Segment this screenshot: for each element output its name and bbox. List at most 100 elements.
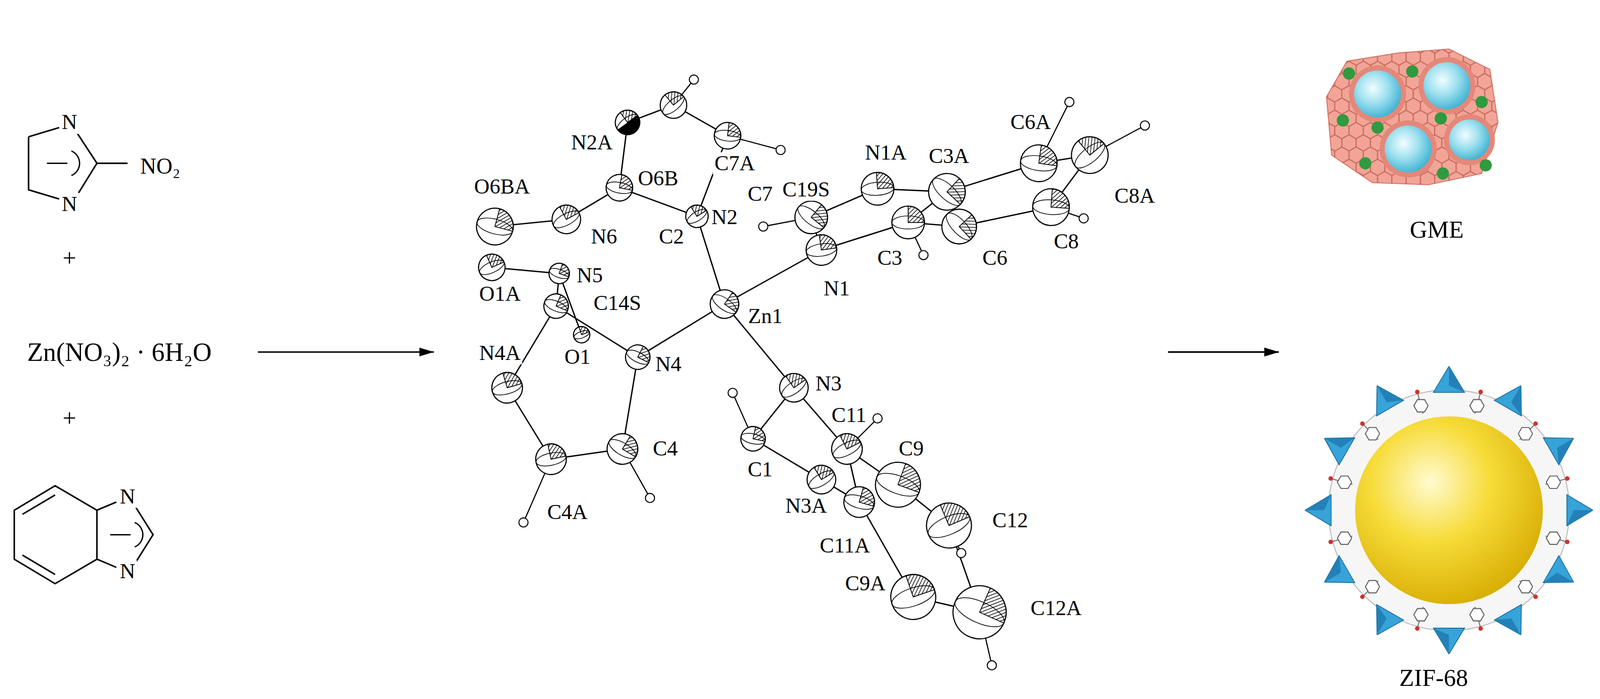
- ellipsoid-principal: [924, 508, 974, 543]
- thermal-ellipsoid: [547, 199, 587, 239]
- linker-ring: [1546, 532, 1561, 545]
- ellipsoid-octant: [1038, 145, 1060, 166]
- gme-cage-rim: [1349, 65, 1407, 123]
- ellipsoid-principal: [624, 347, 652, 368]
- ellipsoid-outline: [681, 200, 713, 232]
- bond-line: [637, 304, 725, 358]
- ellipsoid-outline: [1063, 129, 1116, 181]
- label-anchor: O6BA: [472, 175, 532, 198]
- ellipsoid-principal: [475, 214, 515, 239]
- hydrogen-atom: [872, 413, 882, 424]
- ellipsoid-principal: [891, 215, 925, 229]
- thermal-ellipsoid: [621, 340, 655, 374]
- nitro-oxygen: [1533, 421, 1538, 426]
- gme-cage: [1384, 125, 1432, 173]
- linker-ring: [1337, 532, 1352, 545]
- label-anchor: GME: [1408, 216, 1466, 243]
- hydrogen-atom: [987, 660, 997, 670]
- atom-label: C3: [875, 246, 904, 270]
- atom-label: N1: [822, 277, 852, 300]
- hydrogen-atom: [758, 222, 768, 232]
- label-anchor: O6B: [636, 167, 680, 190]
- tetrahedron-facet: [1324, 437, 1356, 448]
- label-anchor: N1: [822, 277, 852, 300]
- tetrahedron-facet: [1376, 604, 1387, 636]
- gme-node: [1336, 114, 1349, 127]
- hydrogen-atom: [645, 493, 655, 503]
- gme-node: [1371, 121, 1384, 134]
- reaction-arrow: [1168, 351, 1279, 353]
- thermal-ellipsoid: [826, 428, 868, 470]
- atom-label: N4A: [477, 342, 523, 365]
- ellipsoid-shade: [617, 115, 645, 140]
- ellipsoid-outline: [804, 232, 839, 268]
- hydrogen-atom: [728, 388, 738, 398]
- thermal-ellipsoid: [532, 440, 570, 478]
- hydrogen-atom: [519, 518, 529, 528]
- ellipsoid-octant: [811, 204, 834, 228]
- linker-ring: [1365, 580, 1380, 594]
- atom-label: C4: [651, 437, 680, 460]
- thermal-ellipsoid: [840, 483, 879, 522]
- atom-label: N3A: [783, 494, 829, 518]
- gme-framework: [1326, 48, 1498, 185]
- ellipsoid-outline: [547, 199, 587, 239]
- atom-label: N6: [589, 225, 619, 248]
- ellipsoid-principal: [1070, 137, 1109, 173]
- delocalization-mark: [110, 522, 143, 547]
- ellipsoid-outline: [654, 86, 693, 124]
- zn-tetrahedron: [1433, 628, 1465, 655]
- label-anchor: C3: [875, 246, 904, 270]
- atom-label: C9: [897, 437, 926, 460]
- ellipsoid-principal: [709, 291, 740, 317]
- ellipsoid-principal: [739, 431, 767, 446]
- thermal-ellipsoid: [869, 456, 928, 514]
- ellipsoid-octant: [905, 568, 935, 598]
- linker-ring: [1413, 399, 1428, 413]
- thermal-ellipsoid: [610, 105, 645, 140]
- atom-label: C3A: [927, 145, 971, 168]
- delocalization-mark: [47, 150, 80, 176]
- atom-label: C14S: [592, 292, 643, 315]
- atom-label: C12A: [1028, 596, 1083, 620]
- ellipsoid-principal: [830, 436, 864, 462]
- ellipsoid-outline: [738, 424, 768, 454]
- linker-ring: [1469, 608, 1485, 621]
- zn-tetrahedron: [1433, 366, 1465, 393]
- label-anchor: N3A: [783, 494, 829, 518]
- zn-tetrahedron: [1305, 494, 1332, 526]
- thermal-ellipsoid: [654, 86, 693, 124]
- label-anchor: N: [118, 485, 137, 508]
- label-anchor: C2: [657, 225, 686, 248]
- atom-label: C9A: [843, 572, 887, 595]
- label-anchor: C8A: [1112, 184, 1157, 208]
- hydrogen-atom: [776, 145, 786, 155]
- ellipsoid-principal: [605, 179, 634, 196]
- ellipsoid-octant: [946, 178, 974, 205]
- crystal-structure: O6BAN2AC7AC7O6BN2C19SN1AC3AC6AC8AC8C6C3N…: [438, 61, 1163, 674]
- label-anchor: C19S: [781, 178, 832, 201]
- ellipsoid-principal: [860, 180, 895, 197]
- ellipsoid-octant: [555, 294, 572, 311]
- thermal-ellipsoid: [788, 194, 835, 241]
- ellipsoid-principal: [805, 242, 838, 259]
- atom-label: N3: [814, 372, 844, 395]
- ellipsoid-outline: [826, 428, 868, 470]
- reaction-arrow: [258, 351, 435, 353]
- tetrahedron-facet: [1511, 385, 1522, 417]
- gme-cage-rim: [1379, 120, 1437, 178]
- ellipsoid-octant: [897, 463, 927, 493]
- label-anchor: N: [118, 560, 137, 583]
- label-anchor: C12A: [1028, 596, 1083, 620]
- gme-cage: [1354, 70, 1402, 118]
- ellipsoid-principal: [605, 436, 639, 463]
- zn-tetrahedron: [1324, 437, 1356, 465]
- linker-ring: [1365, 427, 1380, 441]
- gme-topology: GME: [1283, 35, 1505, 251]
- label-anchor: Zn1: [746, 305, 784, 328]
- linker-ring: [1518, 580, 1533, 594]
- hydrogen-atom: [689, 75, 699, 85]
- tetrahedron-facet: [1543, 572, 1574, 583]
- ellipsoid-octant: [819, 232, 837, 251]
